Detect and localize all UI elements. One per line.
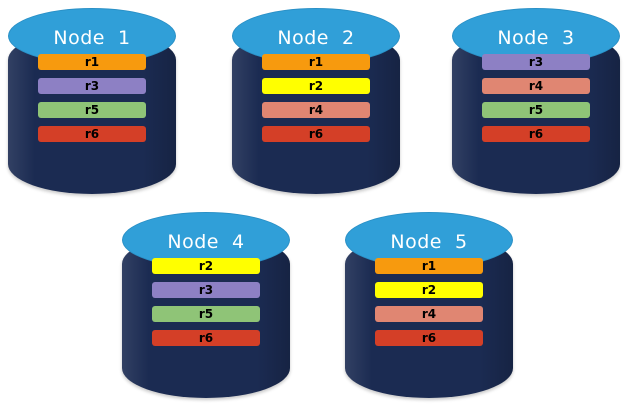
database-node-5[interactable]: Node 5 r1 r2 r4 r6	[345, 212, 513, 398]
replica-bar-r6[interactable]: r6	[38, 126, 146, 142]
replica-bar-r3[interactable]: r3	[38, 78, 146, 94]
replica-bar-r6[interactable]: r6	[262, 126, 370, 142]
replica-bar-r3[interactable]: r3	[482, 54, 590, 70]
replica-list: r1 r2 r4 r6	[375, 258, 483, 346]
node-label: Node 4	[167, 231, 245, 253]
replica-bar-r1[interactable]: r1	[38, 54, 146, 70]
database-node-4[interactable]: Node 4 r2 r3 r5 r6	[122, 212, 290, 398]
replica-bar-r2[interactable]: r2	[262, 78, 370, 94]
replica-bar-r5[interactable]: r5	[482, 102, 590, 118]
replica-bar-r6[interactable]: r6	[152, 330, 260, 346]
replica-list: r1 r3 r5 r6	[38, 54, 146, 142]
replica-list: r3 r4 r5 r6	[482, 54, 590, 142]
node-label: Node 3	[497, 27, 575, 49]
node-label: Node 5	[390, 231, 468, 253]
replica-bar-r6[interactable]: r6	[482, 126, 590, 142]
replica-bar-r1[interactable]: r1	[375, 258, 483, 274]
node-label: Node 2	[277, 27, 355, 49]
replica-bar-r6[interactable]: r6	[375, 330, 483, 346]
replica-bar-r2[interactable]: r2	[375, 282, 483, 298]
replica-bar-r1[interactable]: r1	[262, 54, 370, 70]
replica-bar-r4[interactable]: r4	[482, 78, 590, 94]
replica-bar-r5[interactable]: r5	[38, 102, 146, 118]
database-node-2[interactable]: Node 2 r1 r2 r4 r6	[232, 8, 400, 194]
database-node-3[interactable]: Node 3 r3 r4 r5 r6	[452, 8, 620, 194]
replica-bar-r4[interactable]: r4	[375, 306, 483, 322]
database-node-1[interactable]: Node 1 r1 r3 r5 r6	[8, 8, 176, 194]
replica-bar-r5[interactable]: r5	[152, 306, 260, 322]
node-label: Node 1	[53, 27, 131, 49]
replica-bar-r4[interactable]: r4	[262, 102, 370, 118]
replica-bar-r3[interactable]: r3	[152, 282, 260, 298]
replica-bar-r2[interactable]: r2	[152, 258, 260, 274]
replica-list: r2 r3 r5 r6	[152, 258, 260, 346]
replica-list: r1 r2 r4 r6	[262, 54, 370, 142]
cylinder-top-ellipse	[122, 212, 290, 268]
